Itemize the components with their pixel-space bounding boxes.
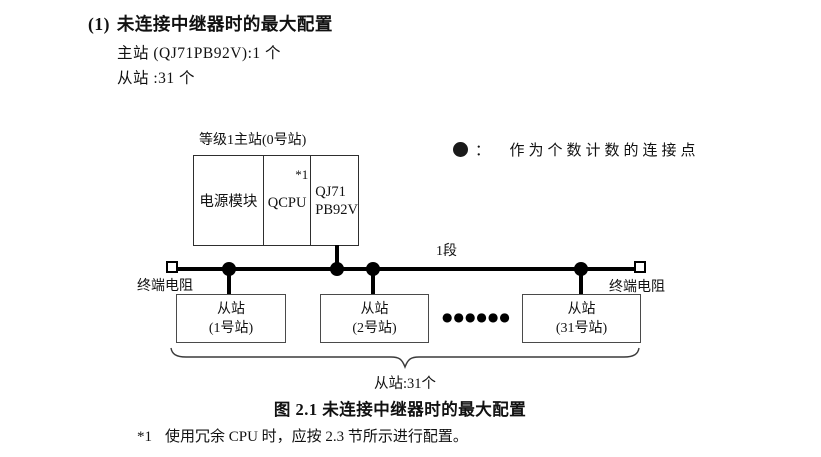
- terminator-right-icon: [634, 261, 646, 273]
- terminator-left-label: 终端电阻: [137, 279, 193, 294]
- section-heading: (1) 未连接中继器时的最大配置: [88, 11, 333, 36]
- figure-caption: 图 2.1 未连接中继器时的最大配置: [273, 400, 527, 419]
- terminator-right-label: 终端电阻: [609, 280, 665, 295]
- slave2-drop-line: [371, 270, 375, 295]
- connection-dot: [574, 262, 588, 276]
- slave-name: 从站: [360, 301, 389, 317]
- connection-dot: [330, 262, 344, 276]
- footnote: *1 使用冗余 CPU 时，应按 2.3 节所示进行配置。: [137, 425, 468, 446]
- cpu-module-label: QCPU: [267, 195, 307, 211]
- slave-name: 从站: [567, 301, 596, 317]
- connection-dot-icon: [453, 142, 468, 157]
- slave-station-box-31: 从站 (31号站): [522, 294, 641, 343]
- slave-name: 从站: [217, 301, 245, 317]
- legend: ： 作为个数计数的连接点: [453, 139, 700, 160]
- pb92v-module-cell: QJ71 PB92V: [311, 156, 358, 245]
- terminator-left-icon: [166, 261, 178, 273]
- brace: [170, 347, 640, 369]
- connection-dot: [222, 262, 236, 276]
- pb92v-label-line2: PB92V: [315, 201, 358, 218]
- slave-station-box-1: 从站 (1号站): [176, 294, 286, 343]
- master-station-label: 等级1主站(0号站): [199, 133, 307, 148]
- master-spec-line: 主站 (QJ71PB92V):1 个: [117, 45, 282, 62]
- power-module-cell: 电源模块: [194, 156, 264, 245]
- master-drop-line: [335, 245, 339, 268]
- slave-station-number: (1号站): [208, 320, 254, 336]
- footnote-ref-marker: *1: [295, 167, 309, 182]
- slave-count-label: 从站:31个: [373, 376, 437, 392]
- bus-line: [176, 267, 636, 271]
- slave-station-number: (2号站): [352, 320, 397, 336]
- cpu-module-cell: *1 QCPU: [264, 156, 312, 245]
- connection-dot: [366, 262, 380, 276]
- slave1-drop-line: [227, 270, 231, 295]
- legend-text: ： 作为个数计数的连接点: [475, 143, 700, 159]
- slave31-drop-line: [579, 270, 583, 295]
- section-number: (1): [88, 14, 110, 34]
- master-station-box: 电源模块 *1 QCPU QJ71 PB92V: [193, 155, 359, 246]
- slave-station-number: (31号站): [555, 320, 608, 336]
- footnote-text: 使用冗余 CPU 时，应按 2.3 节所示进行配置。: [165, 429, 468, 445]
- section-title: 未连接中继器时的最大配置: [116, 14, 333, 34]
- ellipsis-dots: ●●●●●●: [442, 310, 511, 324]
- slave-station-box-2: 从站 (2号站): [320, 294, 429, 343]
- segment-label: 1段: [436, 244, 457, 259]
- footnote-marker: *1: [137, 429, 152, 445]
- pb92v-label-line1: QJ71: [315, 183, 346, 200]
- slave-spec-line: 从站 :31 个: [117, 70, 196, 87]
